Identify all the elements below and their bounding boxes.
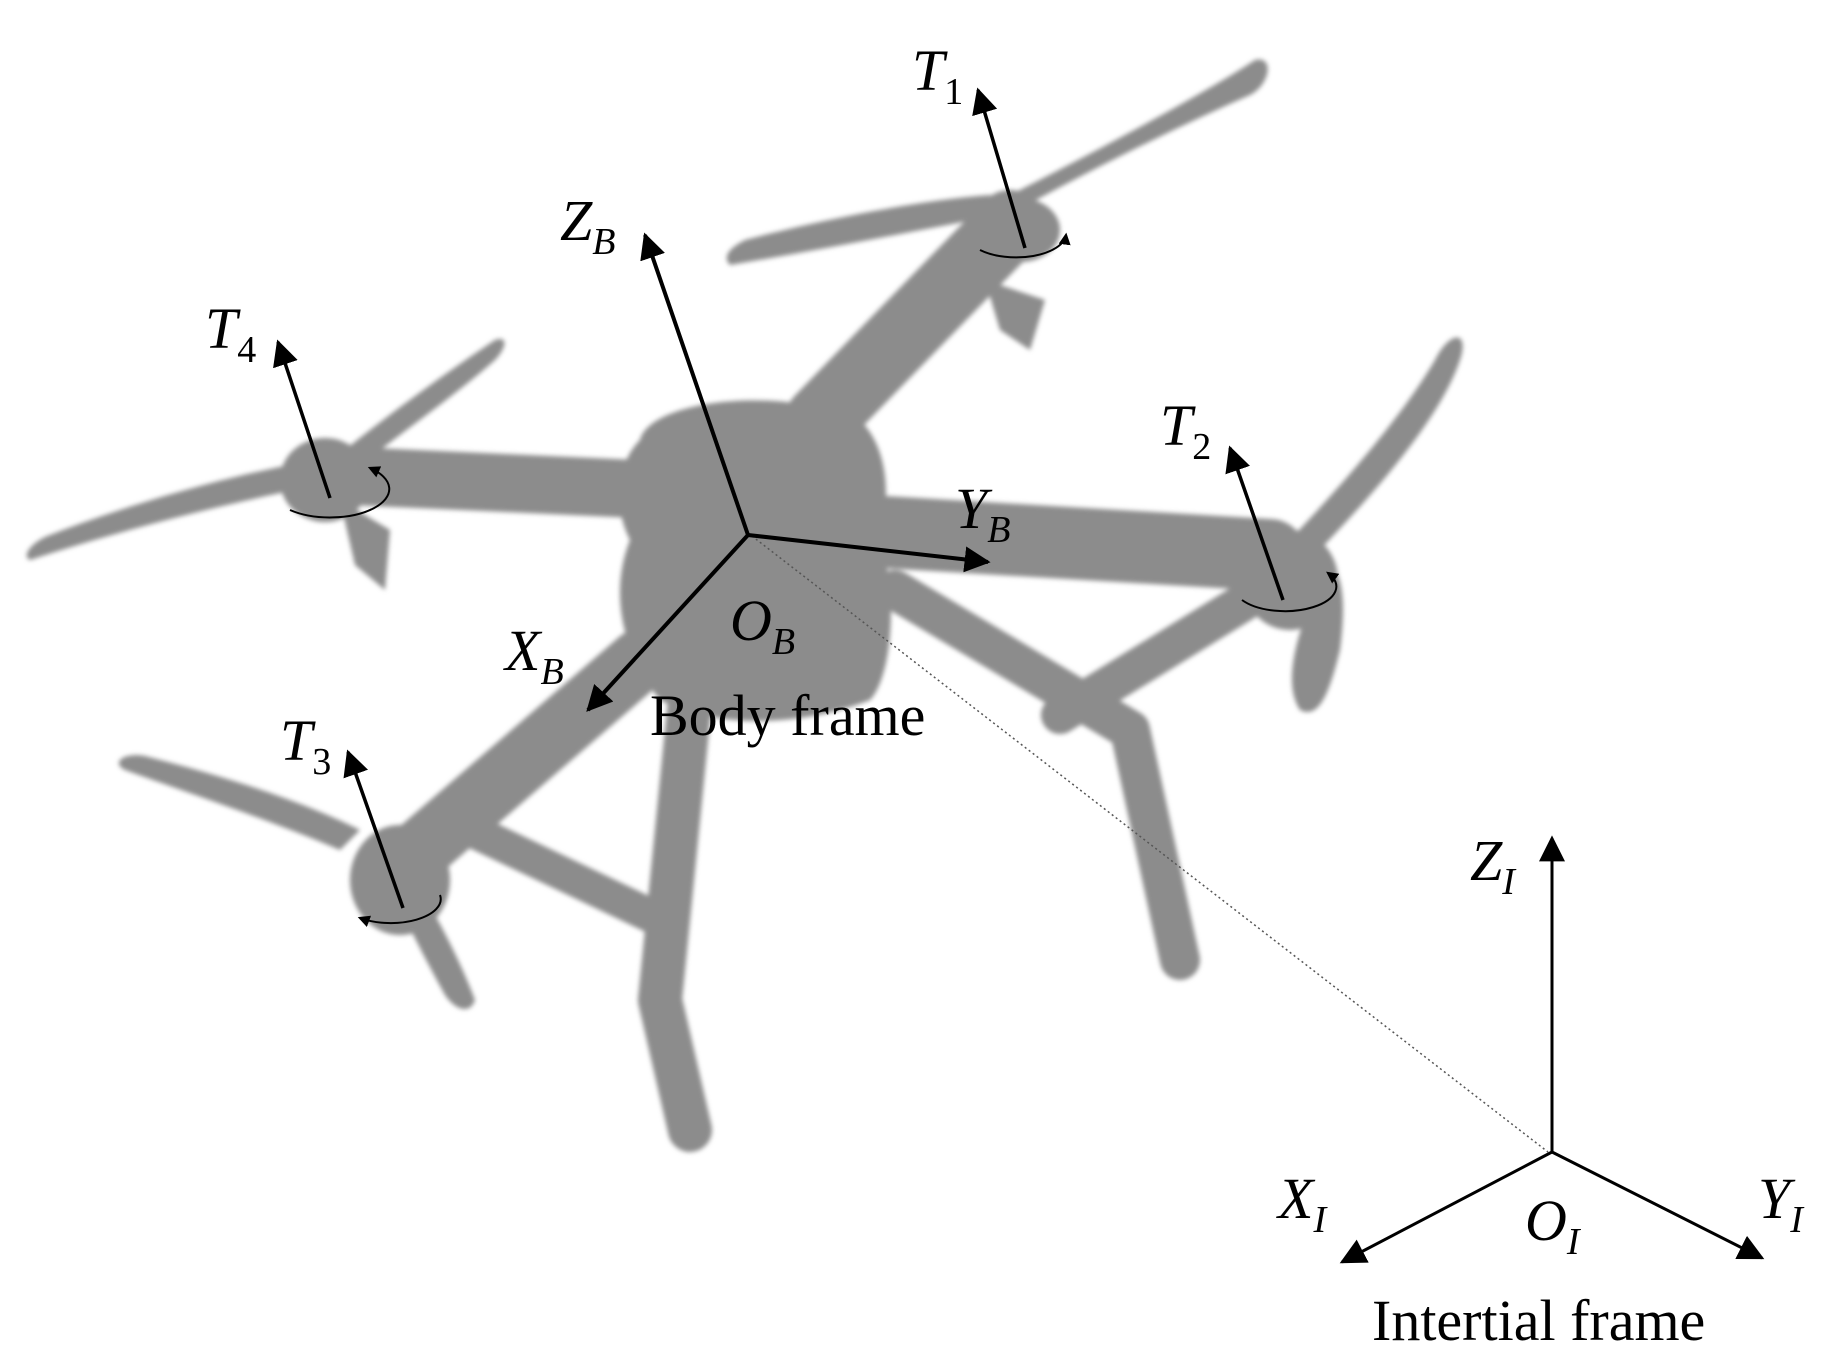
inertial-frame-caption: Intertial frame: [1372, 1288, 1705, 1353]
body-frame-caption: Body frame: [650, 683, 925, 748]
body-x-axis: [586, 533, 750, 712]
label-body-z: ZB: [560, 188, 615, 263]
label-t4: T4: [205, 296, 256, 371]
drone-body: [619, 400, 891, 721]
label-t2: T2: [1160, 393, 1211, 468]
body-y-axis: [747, 533, 991, 573]
thrust-vectors: [273, 87, 1285, 909]
body-frame-axes: [586, 232, 991, 712]
rotation-arc-3: [357, 894, 442, 927]
label-inertial-z: ZI: [1470, 828, 1517, 903]
label-body-y: YB: [955, 476, 1010, 551]
rotation-arc-1: [979, 232, 1071, 259]
thrust-t3-arrow: [343, 749, 405, 909]
rotation-arc-4: [289, 466, 391, 519]
frame-offset-line: [747, 532, 1549, 1153]
rotation-arcs: [289, 232, 1340, 927]
label-body-origin: OB: [730, 588, 795, 663]
inertial-y-axis: [1551, 1150, 1765, 1260]
labels: T1 T2 T3 T4 ZB YB XB OB Body frame ZI YI: [205, 38, 1805, 1353]
body-z-axis: [640, 232, 750, 536]
thrust-t4-arrow: [273, 339, 332, 499]
label-t3: T3: [280, 708, 331, 783]
thrust-t2-arrow: [1225, 445, 1285, 601]
inertial-x-axis: [1339, 1150, 1553, 1264]
thrust-t1-arrow: [972, 87, 1027, 249]
label-t1: T1: [912, 38, 963, 113]
inertial-frame-axes: [1339, 835, 1765, 1264]
label-inertial-y: YI: [1758, 1166, 1805, 1241]
label-body-x: XB: [503, 618, 564, 693]
quadrotor-silhouette: [26, 59, 1463, 1152]
label-inertial-x: XI: [1276, 1166, 1328, 1241]
rotation-arc-2: [1241, 571, 1340, 613]
label-inertial-origin: OI: [1525, 1188, 1582, 1263]
